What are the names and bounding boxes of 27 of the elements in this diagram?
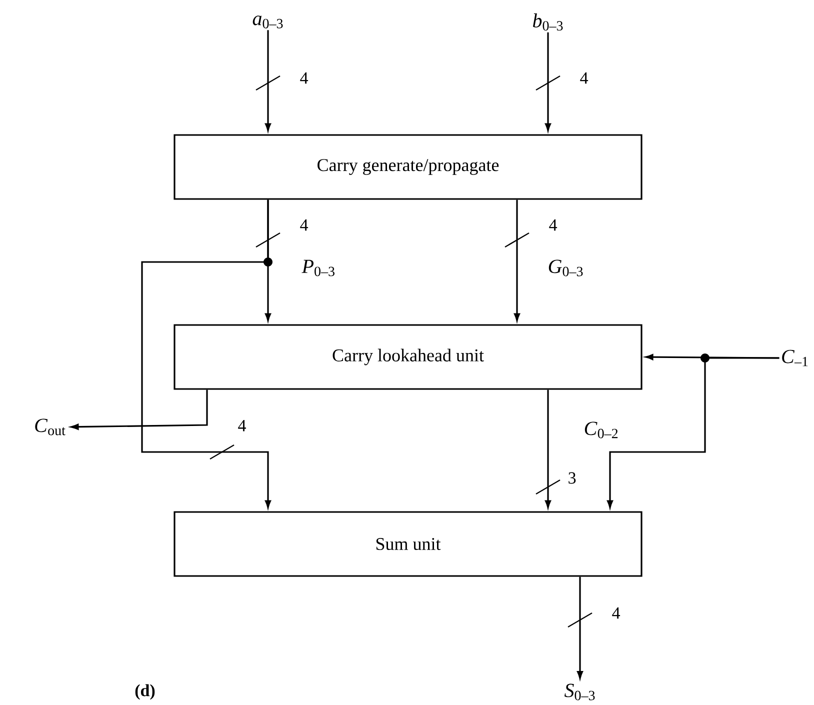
- bus-width: 4: [612, 607, 620, 619]
- unit-box: Carry generate/propagate: [174, 134, 642, 200]
- arrow: [70, 390, 208, 430]
- unit-box: Sum unit: [174, 511, 642, 577]
- bus-width: 4: [300, 219, 308, 231]
- arrow: [545, 32, 552, 132]
- figure-tag: (d): [135, 684, 155, 700]
- bus-width: 4: [549, 219, 558, 231]
- arrow: [514, 200, 520, 322]
- edge-label: C$_{0–2}$: [584, 422, 618, 438]
- bus-width: 4: [300, 72, 308, 84]
- signal-label: C$_{out}$: [35, 418, 66, 436]
- bus-width: 4: [580, 72, 588, 84]
- signal-label: S$_{0–3}$: [564, 684, 595, 700]
- unit-box: Carry lookahead unit: [174, 324, 642, 390]
- edge-label: P$_{0–3}$: [302, 260, 334, 276]
- bus-width: 3: [568, 472, 576, 484]
- edge-label: G$_{0–3}$: [548, 260, 583, 276]
- arrow: [141, 200, 272, 508]
- arrow: [607, 357, 780, 508]
- arrow: [545, 390, 552, 508]
- signal-label: a$_{0–3}$: [252, 16, 283, 28]
- bus-width: 4: [238, 420, 246, 432]
- signal-label: C$_{–1}$: [782, 350, 808, 366]
- signal-label: b$_{0–3}$: [533, 13, 563, 31]
- arrow: [265, 30, 272, 132]
- arrow: [577, 576, 584, 679]
